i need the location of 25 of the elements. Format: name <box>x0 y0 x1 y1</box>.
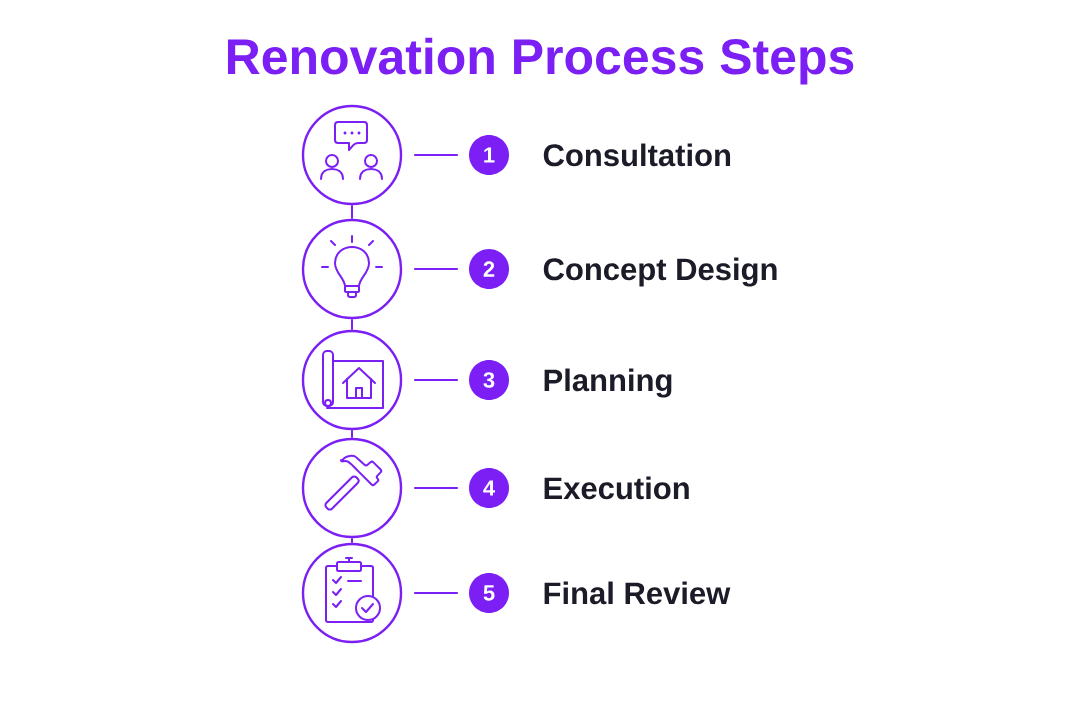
step-label: Consultation <box>543 143 731 167</box>
step-label: Concept Design <box>543 257 777 287</box>
number-badge: 3 <box>469 360 509 400</box>
number-badge: 1 <box>469 135 509 175</box>
step-label: Execution <box>544 476 689 500</box>
connector-line <box>351 318 353 331</box>
connector-line <box>351 204 353 220</box>
connector-line <box>413 592 459 594</box>
number-badge: 5 <box>469 573 509 613</box>
connector-line <box>351 429 353 439</box>
number-badge: 4 <box>469 468 509 508</box>
connector-line <box>351 537 353 544</box>
icon-circle <box>301 437 403 539</box>
connector-line <box>413 154 459 156</box>
title: Renovation Process Steps <box>227 37 854 85</box>
connector-line <box>413 268 459 270</box>
icon-circle <box>301 104 403 206</box>
icon-circle <box>301 542 403 644</box>
icon-circle <box>301 329 403 431</box>
step-label: Planning <box>544 368 672 398</box>
connector-line <box>413 487 459 489</box>
step-label: Final Review <box>544 581 731 605</box>
connector-line <box>413 379 459 381</box>
icon-circle <box>301 218 403 320</box>
number-badge: 2 <box>469 249 509 289</box>
